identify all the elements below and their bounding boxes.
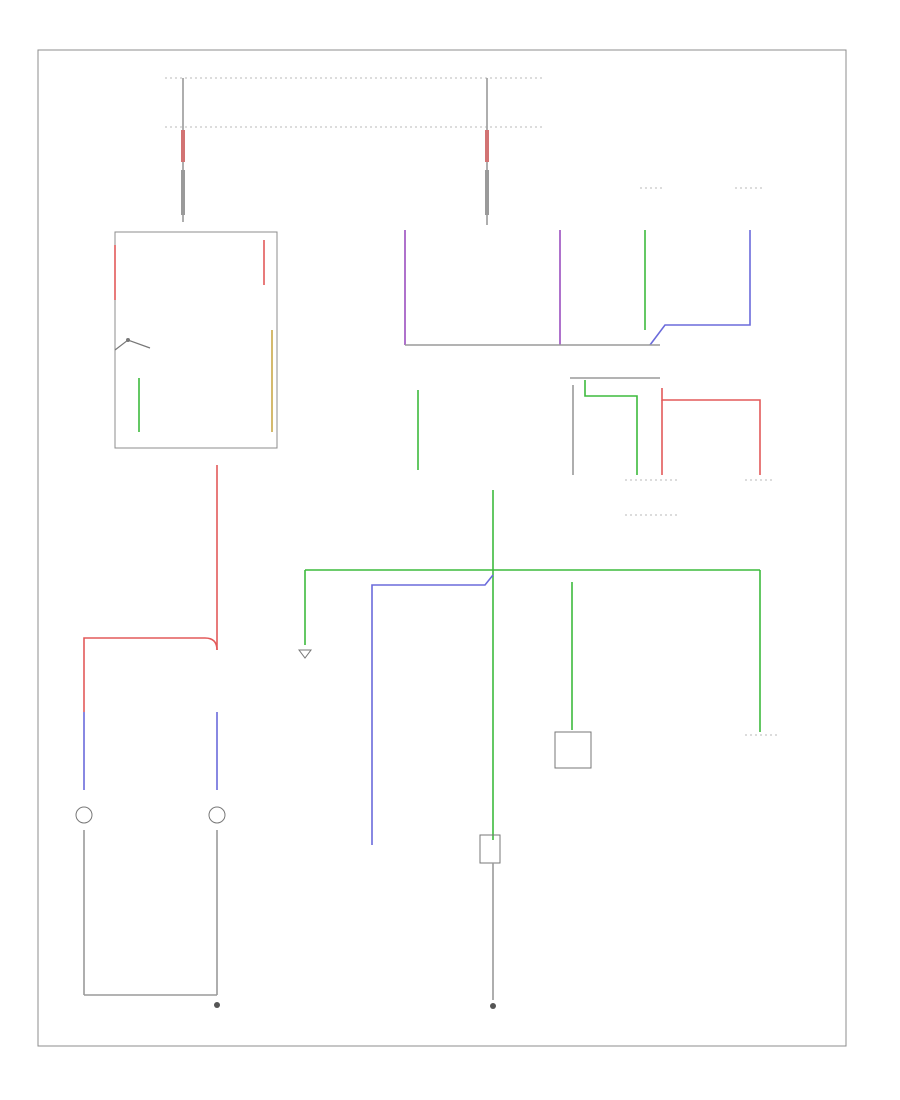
green-jumper — [584, 380, 638, 475]
switch-icon — [114, 339, 151, 351]
right-fuse-segment-2 — [485, 170, 489, 215]
lamp-icon — [208, 806, 226, 824]
blue-wire-right-top — [649, 230, 751, 346]
blue-branch — [371, 574, 494, 845]
left-fuse-segment — [181, 130, 185, 162]
red-jumper — [661, 388, 761, 475]
left-component-box — [114, 231, 278, 449]
ground-icon — [214, 1002, 220, 1008]
lamp-icon — [75, 806, 93, 824]
left-fuse-segment-2 — [181, 170, 185, 215]
ground-icon — [490, 1003, 496, 1009]
connector-icon — [479, 834, 501, 864]
right-fuse-segment — [485, 130, 489, 162]
module-box-center — [554, 731, 592, 769]
ground-icon — [298, 649, 312, 659]
diagram-frame — [37, 49, 847, 1047]
red-loop-wire — [83, 637, 218, 712]
switch-contact — [126, 338, 130, 342]
